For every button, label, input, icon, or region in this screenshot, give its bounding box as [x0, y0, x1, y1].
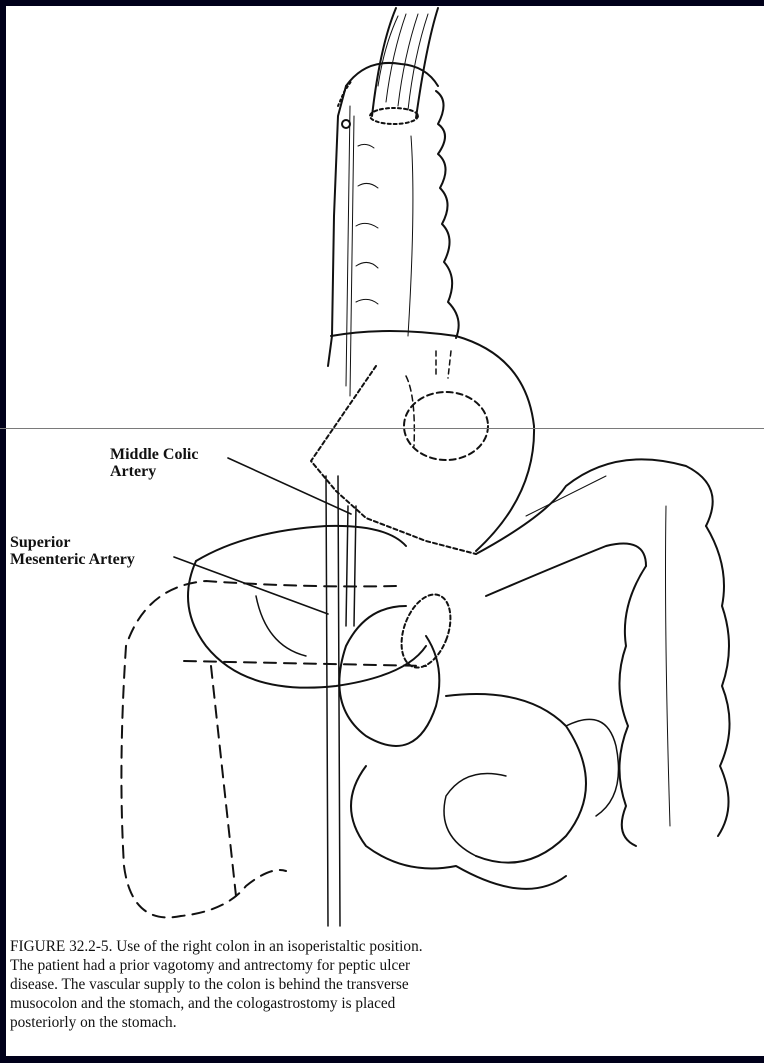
horizontal-divider — [0, 428, 764, 429]
caption-line: disease. The vascular supply to the colo… — [10, 975, 570, 994]
esophagus — [370, 8, 438, 124]
middle-colic-artery-label: Middle Colic Artery — [110, 446, 198, 480]
figure-caption: FIGURE 32.2-5. Use of the right colon in… — [10, 937, 570, 1032]
stomach — [311, 331, 534, 554]
colon-transverse-descending — [476, 459, 730, 846]
caption-line: The patient had a prior vagotomy and ant… — [10, 956, 570, 975]
caption-line: posteriorly on the stomach. — [10, 1013, 570, 1032]
caption-line: FIGURE 32.2-5. Use of the right colon in… — [10, 937, 570, 956]
figure-panel: Middle Colic Artery Superior Mesenteric … — [6, 6, 764, 1056]
small-bowel — [339, 588, 618, 889]
superior-mesenteric-artery-label: Superior Mesenteric Artery — [10, 534, 135, 568]
caption-line: musocolon and the stomach, and the colog… — [10, 994, 570, 1013]
dashed-outline — [121, 581, 426, 917]
colon-interposition — [328, 63, 459, 396]
